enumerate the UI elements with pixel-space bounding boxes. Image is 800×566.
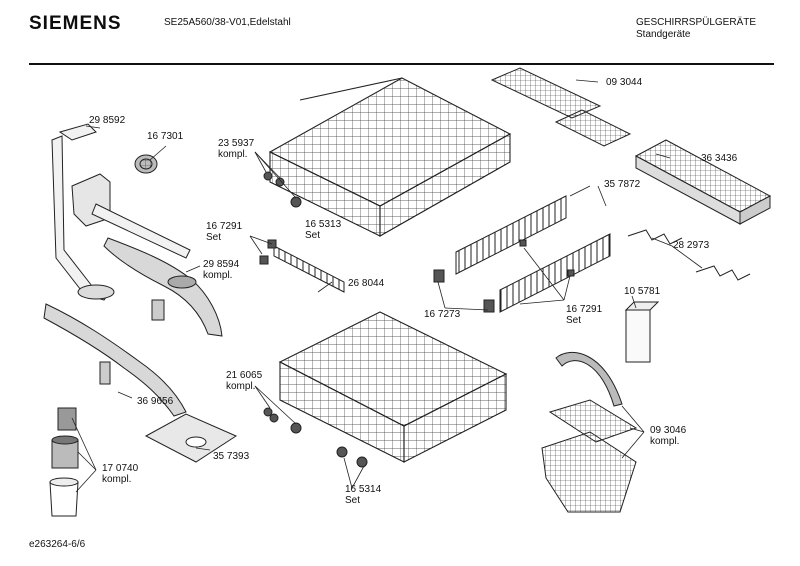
part-label-165314-set: Set xyxy=(345,495,361,506)
part-label-165313-set: Set xyxy=(305,230,321,241)
spray-pipe xyxy=(51,123,191,301)
lower-spray-arm xyxy=(43,303,187,417)
lower-basket-wheels xyxy=(263,407,368,468)
filter-set xyxy=(49,407,79,517)
sieve-plate xyxy=(144,413,238,463)
part-label-165313: 16 5313 xyxy=(305,219,342,230)
part-label-165314: 16 5314 xyxy=(345,484,382,495)
part-label-093046-kompl: kompl. xyxy=(650,436,680,447)
part-label-170740: 17 0740 xyxy=(102,463,139,474)
cutlery-insert xyxy=(624,301,660,363)
part-label-298594-kompl: kompl. xyxy=(203,270,233,281)
tine-rack-small xyxy=(259,239,345,293)
part-label-093044: 09 3044 xyxy=(606,77,643,88)
part-label-216065-kompl: kompl. xyxy=(226,381,256,392)
part-label-105781: 10 5781 xyxy=(624,286,661,297)
part-label-216065: 21 6065 xyxy=(226,370,263,381)
part-label-369656: 36 9656 xyxy=(137,396,174,407)
brand-logo: SIEMENS xyxy=(29,13,122,34)
part-label-167291-b-set: Set xyxy=(566,315,582,326)
lower-basket xyxy=(278,311,508,463)
model-number: SE25A560/38-V01,Edelstahl xyxy=(164,17,291,28)
upper-basket-wheels xyxy=(263,171,302,208)
part-label-167291-b: 16 7291 xyxy=(566,304,603,315)
upper-spray-arm xyxy=(103,237,223,337)
part-label-357872: 35 7872 xyxy=(604,179,641,190)
part-label-298592: 29 8592 xyxy=(89,115,126,126)
cutlery-basket xyxy=(541,351,638,513)
part-label-093046: 09 3046 xyxy=(650,425,687,436)
part-label-298594: 29 8594 xyxy=(203,259,240,270)
category-subtitle: Standgeräte xyxy=(636,29,691,40)
part-label-363436: 36 3436 xyxy=(701,153,738,164)
leader-lines xyxy=(71,79,703,493)
folding-tine-racks xyxy=(433,195,611,313)
header-divider xyxy=(29,63,774,65)
part-label-357393: 35 7393 xyxy=(213,451,250,462)
rack-clips xyxy=(627,229,751,281)
part-label-170740-kompl: kompl. xyxy=(102,474,132,485)
part-label-235937: 23 5937 xyxy=(218,138,255,149)
part-label-167291-a: 16 7291 xyxy=(206,221,243,232)
part-label-282973: 28 2973 xyxy=(673,240,710,251)
part-label-235937-kompl: kompl. xyxy=(218,149,248,160)
document-id: e263264-6/6 xyxy=(29,539,86,550)
part-label-167291-a-set: Set xyxy=(206,232,222,243)
part-label-268044: 26 8044 xyxy=(348,278,385,289)
part-label-167273: 16 7273 xyxy=(424,309,461,320)
filter-cap xyxy=(134,154,158,174)
part-label-167301: 16 7301 xyxy=(147,131,184,142)
category-title: GESCHIRRSPÜLGERÄTE xyxy=(636,17,757,28)
cup-shelves xyxy=(490,67,632,147)
upper-basket xyxy=(268,77,512,237)
